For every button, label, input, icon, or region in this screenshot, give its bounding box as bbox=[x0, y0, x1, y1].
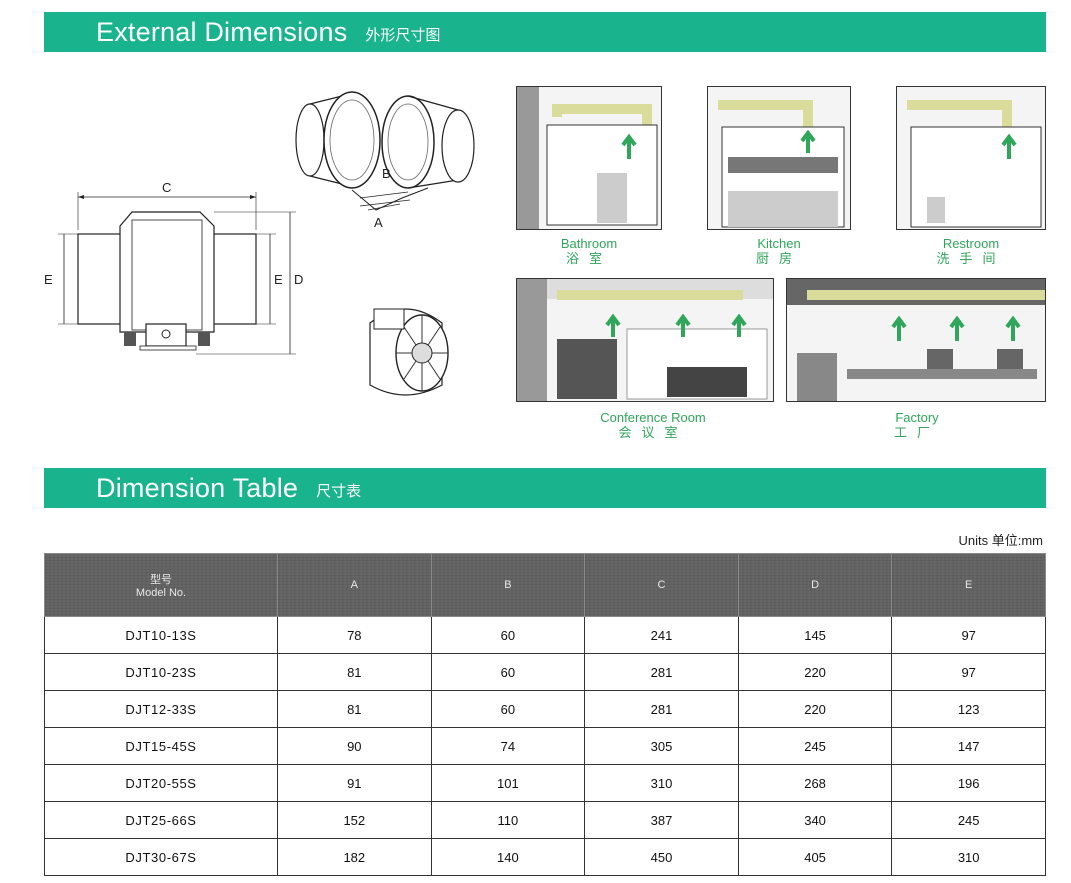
dim-label-b: B bbox=[382, 166, 391, 181]
cell-a: 182 bbox=[277, 838, 432, 876]
table-row: DJT15-45S 90 74 305 245 147 bbox=[44, 727, 1046, 765]
cell-d: 268 bbox=[737, 764, 893, 802]
scene-bathroom bbox=[516, 86, 662, 230]
cell-c: 241 bbox=[584, 616, 739, 654]
cell-model: DJT25-66S bbox=[44, 801, 278, 839]
cell-d: 220 bbox=[737, 690, 893, 728]
cell-model: DJT15-45S bbox=[44, 727, 278, 765]
cell-a: 78 bbox=[277, 616, 432, 654]
header-col-d: D bbox=[737, 553, 893, 617]
cell-e: 97 bbox=[891, 653, 1046, 691]
cell-b: 110 bbox=[430, 801, 586, 839]
side-view-dimension-drawing: C E E D bbox=[44, 180, 303, 355]
cell-b: 60 bbox=[430, 653, 586, 691]
cell-model: DJT10-13S bbox=[44, 616, 278, 654]
scene-caption-kitchen: Kitchen 厨房 bbox=[755, 236, 802, 266]
cell-b: 140 bbox=[430, 838, 586, 876]
dim-label-e-right: E bbox=[274, 272, 283, 287]
section-title-cn: 尺寸表 bbox=[316, 482, 362, 500]
cell-e: 123 bbox=[891, 690, 1046, 728]
header-model: 型号 Model No. bbox=[44, 553, 278, 617]
section-banner-external-dimensions: External Dimensions 外形尺寸图 bbox=[44, 12, 1046, 52]
cell-d: 220 bbox=[737, 653, 893, 691]
dim-label-c: C bbox=[162, 180, 171, 195]
scene-restroom bbox=[896, 86, 1046, 230]
scene-caption-bathroom: Bathroom 浴室 bbox=[560, 236, 618, 266]
header-col-b: B bbox=[430, 553, 586, 617]
cell-e: 147 bbox=[891, 727, 1046, 765]
cell-e: 245 bbox=[891, 801, 1046, 839]
cell-b: 101 bbox=[430, 764, 586, 802]
dimension-table: 型号 Model No. A B C D E DJT10-13S 78 60 2… bbox=[44, 553, 1046, 876]
scene-factory bbox=[786, 278, 1046, 402]
section-title: Dimension Table bbox=[96, 472, 299, 503]
cell-d: 405 bbox=[737, 838, 893, 876]
cell-e: 97 bbox=[891, 616, 1046, 654]
exploded-view-drawing: A B bbox=[295, 91, 475, 230]
cell-c: 310 bbox=[584, 764, 739, 802]
cell-c: 387 bbox=[584, 801, 739, 839]
cell-a: 90 bbox=[277, 727, 432, 765]
table-row: DJT10-23S 81 60 281 220 97 bbox=[44, 653, 1046, 691]
cell-model: DJT30-67S bbox=[44, 838, 278, 876]
section-title: External Dimensions bbox=[96, 16, 348, 47]
cell-c: 281 bbox=[584, 690, 739, 728]
dim-label-e-left: E bbox=[44, 272, 53, 287]
table-row: DJT25-66S 152 110 387 340 245 bbox=[44, 801, 1046, 839]
dim-label-a: A bbox=[374, 215, 383, 230]
header-col-c: C bbox=[584, 553, 739, 617]
cell-b: 74 bbox=[430, 727, 586, 765]
cell-a: 81 bbox=[277, 690, 432, 728]
units-label: Units 单位:mm bbox=[958, 533, 1043, 548]
cell-a: 81 bbox=[277, 653, 432, 691]
scene-kitchen bbox=[707, 86, 851, 230]
scene-caption-factory: Factory 工厂 bbox=[893, 410, 940, 440]
cell-d: 245 bbox=[737, 727, 893, 765]
fan-impeller-drawing bbox=[369, 308, 449, 396]
scene-caption-conference-room: Conference Room 会议室 bbox=[600, 410, 706, 440]
cell-e: 310 bbox=[891, 838, 1046, 876]
table-row: DJT10-13S 78 60 241 145 97 bbox=[44, 616, 1046, 654]
cell-c: 305 bbox=[584, 727, 739, 765]
table-row: DJT12-33S 81 60 281 220 123 bbox=[44, 690, 1046, 728]
cell-c: 450 bbox=[584, 838, 739, 876]
header-col-e: E bbox=[891, 553, 1046, 617]
table-row: DJT30-67S 182 140 450 405 310 bbox=[44, 838, 1046, 876]
section-title-cn: 外形尺寸图 bbox=[365, 26, 441, 44]
header-col-a: A bbox=[277, 553, 432, 617]
cell-a: 152 bbox=[277, 801, 432, 839]
scene-caption-restroom: Restroom 洗手间 bbox=[936, 236, 1006, 266]
cell-model: DJT12-33S bbox=[44, 690, 278, 728]
cell-a: 91 bbox=[277, 764, 432, 802]
cell-d: 340 bbox=[737, 801, 893, 839]
section-banner-dimension-table: Dimension Table 尺寸表 bbox=[44, 468, 1046, 508]
scene-conference-room bbox=[516, 278, 774, 402]
cell-d: 145 bbox=[737, 616, 893, 654]
cell-b: 60 bbox=[430, 690, 586, 728]
table-row: DJT20-55S 91 101 310 268 196 bbox=[44, 764, 1046, 802]
cell-model: DJT10-23S bbox=[44, 653, 278, 691]
cell-model: DJT20-55S bbox=[44, 764, 278, 802]
table-header-row: 型号 Model No. A B C D E bbox=[44, 553, 1046, 617]
cell-c: 281 bbox=[584, 653, 739, 691]
cell-b: 60 bbox=[430, 616, 586, 654]
dim-label-d: D bbox=[294, 272, 303, 287]
cell-e: 196 bbox=[891, 764, 1046, 802]
